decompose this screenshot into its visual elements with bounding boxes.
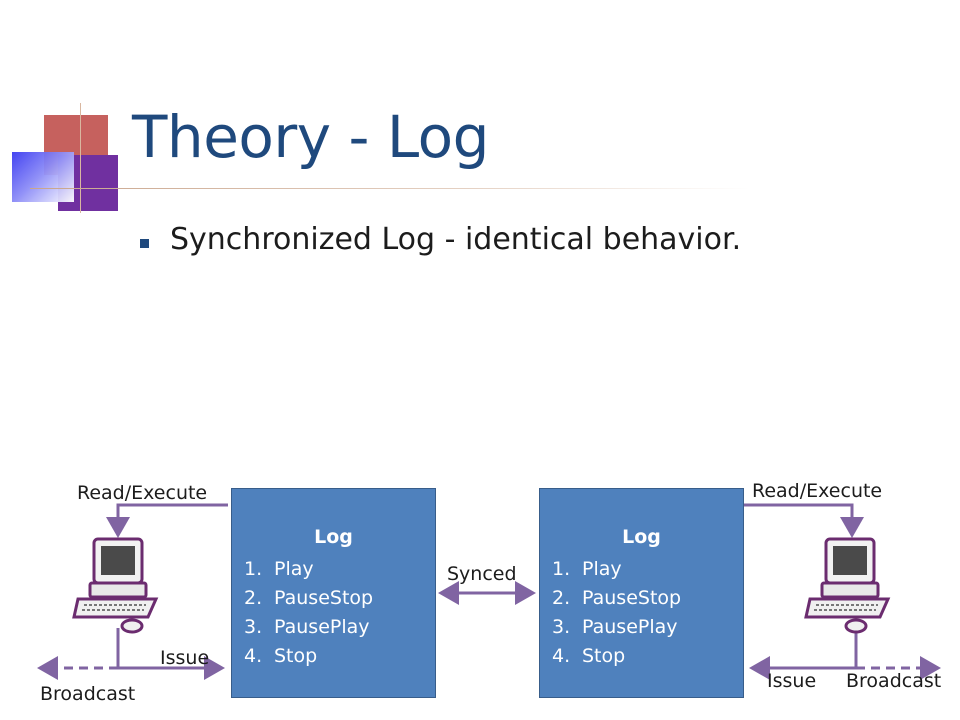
list-item: 2.PauseStop (244, 587, 374, 609)
left-broadcast-label: Broadcast (40, 683, 136, 705)
log-list: 1.Play 2.PauseStop 3.PausePlay 4.Stop (244, 555, 373, 671)
list-item: 2.PauseStop (552, 587, 682, 609)
slide-title: Theory - Log (132, 103, 489, 171)
log-list: 1.Play 2.PauseStop 3.PausePlay 4.Stop (552, 555, 681, 671)
bullet-marker (140, 239, 149, 248)
computer-icon (72, 537, 159, 634)
bullet-text: Synchronized Log - identical behavior. (170, 222, 742, 257)
list-item: 4.Stop (552, 645, 626, 667)
left-read-arrow (106, 503, 228, 538)
right-log-box: Log 1.Play 2.PauseStop 3.PausePlay 4.Sto… (539, 488, 744, 698)
list-item: 1.Play (552, 558, 622, 580)
log-title: Log (622, 526, 661, 548)
right-read-arrow (744, 503, 864, 538)
list-item: 3.PausePlay (244, 616, 370, 638)
list-item: 3.PausePlay (552, 616, 678, 638)
list-item: 1.Play (244, 558, 314, 580)
synced-label: Synced (447, 563, 517, 585)
right-broadcast-label: Broadcast (846, 670, 942, 692)
left-issue-label: Issue (160, 647, 210, 669)
computer-icon (804, 537, 891, 634)
right-issue-arrow (749, 630, 858, 680)
decor-vertical-line (80, 103, 81, 213)
right-issue-label: Issue (767, 670, 817, 692)
decor-blue-square (12, 152, 74, 202)
left-read-execute-label: Read/Execute (77, 482, 208, 504)
log-title: Log (314, 526, 353, 548)
right-read-execute-label: Read/Execute (752, 480, 883, 502)
list-item: 4.Stop (244, 645, 318, 667)
title-underline (30, 188, 750, 189)
left-log-box: Log 1.Play 2.PauseStop 3.PausePlay 4.Sto… (231, 488, 436, 698)
